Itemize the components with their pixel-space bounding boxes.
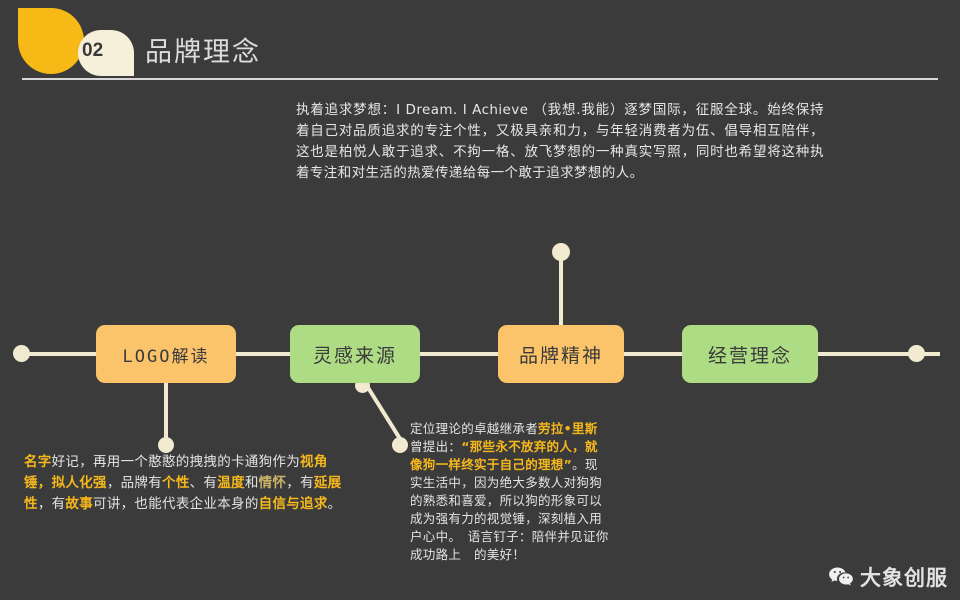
timeline-end-dot-left xyxy=(13,345,30,362)
text-segment-12: 故事 xyxy=(65,496,94,512)
text-segment-7: 和 xyxy=(244,475,259,491)
header-divider xyxy=(22,78,938,80)
text-segment-2: 曾提出： xyxy=(410,439,462,454)
intro-paragraph: 执着追求梦想：I Dream. I Achieve （我想.我能）逐梦国际，征服… xyxy=(296,102,824,181)
connector-knob-inspiration-bottom xyxy=(392,437,408,453)
inspiration-note-text: 定位理论的卓越继承者劳拉•里斯曾提出：“那些永不放弃的人，就像狗一样终实于自己的… xyxy=(410,420,610,564)
timeline-node-spirit[interactable]: 品牌精神 xyxy=(498,325,624,383)
timeline-node-inspiration[interactable]: 灵感来源 xyxy=(290,325,420,383)
timeline-node-logo-label: LOGO解读 xyxy=(122,346,210,367)
timeline-node-spirit-label: 品牌精神 xyxy=(518,344,603,367)
text-segment-3: “那些永不放弃的人，就像狗一样终实于自己的理想” xyxy=(410,439,598,472)
connector-knob-spirit xyxy=(552,243,570,261)
text-segment-9: ，有 xyxy=(286,475,314,491)
connector-knob-logo xyxy=(158,437,174,453)
timeline-node-philosophy[interactable]: 经营理念 xyxy=(682,325,818,383)
page-title: 品牌理念 xyxy=(145,37,261,68)
timeline-end-dot-right xyxy=(908,345,925,362)
text-segment-4: 。现实生活中，因为绝大多数人对狗狗的熟悉和喜爱，所以狗的形象可以成为强有力的视觉… xyxy=(410,457,609,562)
text-segment-3: ，品牌有 xyxy=(106,475,163,491)
text-segment-11: ，有 xyxy=(37,496,66,512)
text-segment-2: 视角锤，拟人化强 xyxy=(24,454,328,491)
timeline-line xyxy=(20,352,940,356)
timeline-node-inspiration-label: 灵感来源 xyxy=(312,344,397,367)
text-segment-5: 、有 xyxy=(189,475,218,491)
watermark-label: 大象创服 xyxy=(860,566,948,590)
connector-stem-logo xyxy=(164,355,168,443)
watermark: 大象创服 xyxy=(828,562,948,592)
text-segment-14: 自信与追求 xyxy=(258,496,328,512)
connector-stem-spirit xyxy=(559,252,563,328)
header-cream-leaf-shape xyxy=(78,30,134,76)
text-segment-6: 温度 xyxy=(217,475,245,491)
text-segment-0: 定位理论的卓越继承者 xyxy=(410,421,539,436)
text-segment-4: 个性 xyxy=(162,475,190,491)
text-segment-0: 名字 xyxy=(24,454,52,470)
text-segment-15: 。 xyxy=(327,496,342,512)
wechat-icon xyxy=(828,566,854,588)
text-segment-1: 劳拉•里斯 xyxy=(538,421,598,436)
text-segment-13: 可讲，也能代表企业本身的 xyxy=(93,496,259,512)
text-segment-10: 延展性 xyxy=(24,475,342,512)
timeline-node-logo[interactable]: LOGO解读 xyxy=(96,325,236,383)
text-segment-1: 好记，再用一个憨憨的拽拽的卡通狗作为 xyxy=(51,454,301,470)
timeline-node-philosophy-label: 经营理念 xyxy=(707,344,792,367)
logo-note-text: 名字好记，再用一个憨憨的拽拽的卡通狗作为视角锤，拟人化强，品牌有个性、有温度和情… xyxy=(24,452,342,515)
header-yellow-leaf-shape xyxy=(18,8,84,74)
section-number: 02 xyxy=(82,40,104,61)
text-segment-8: 情怀 xyxy=(258,475,287,491)
